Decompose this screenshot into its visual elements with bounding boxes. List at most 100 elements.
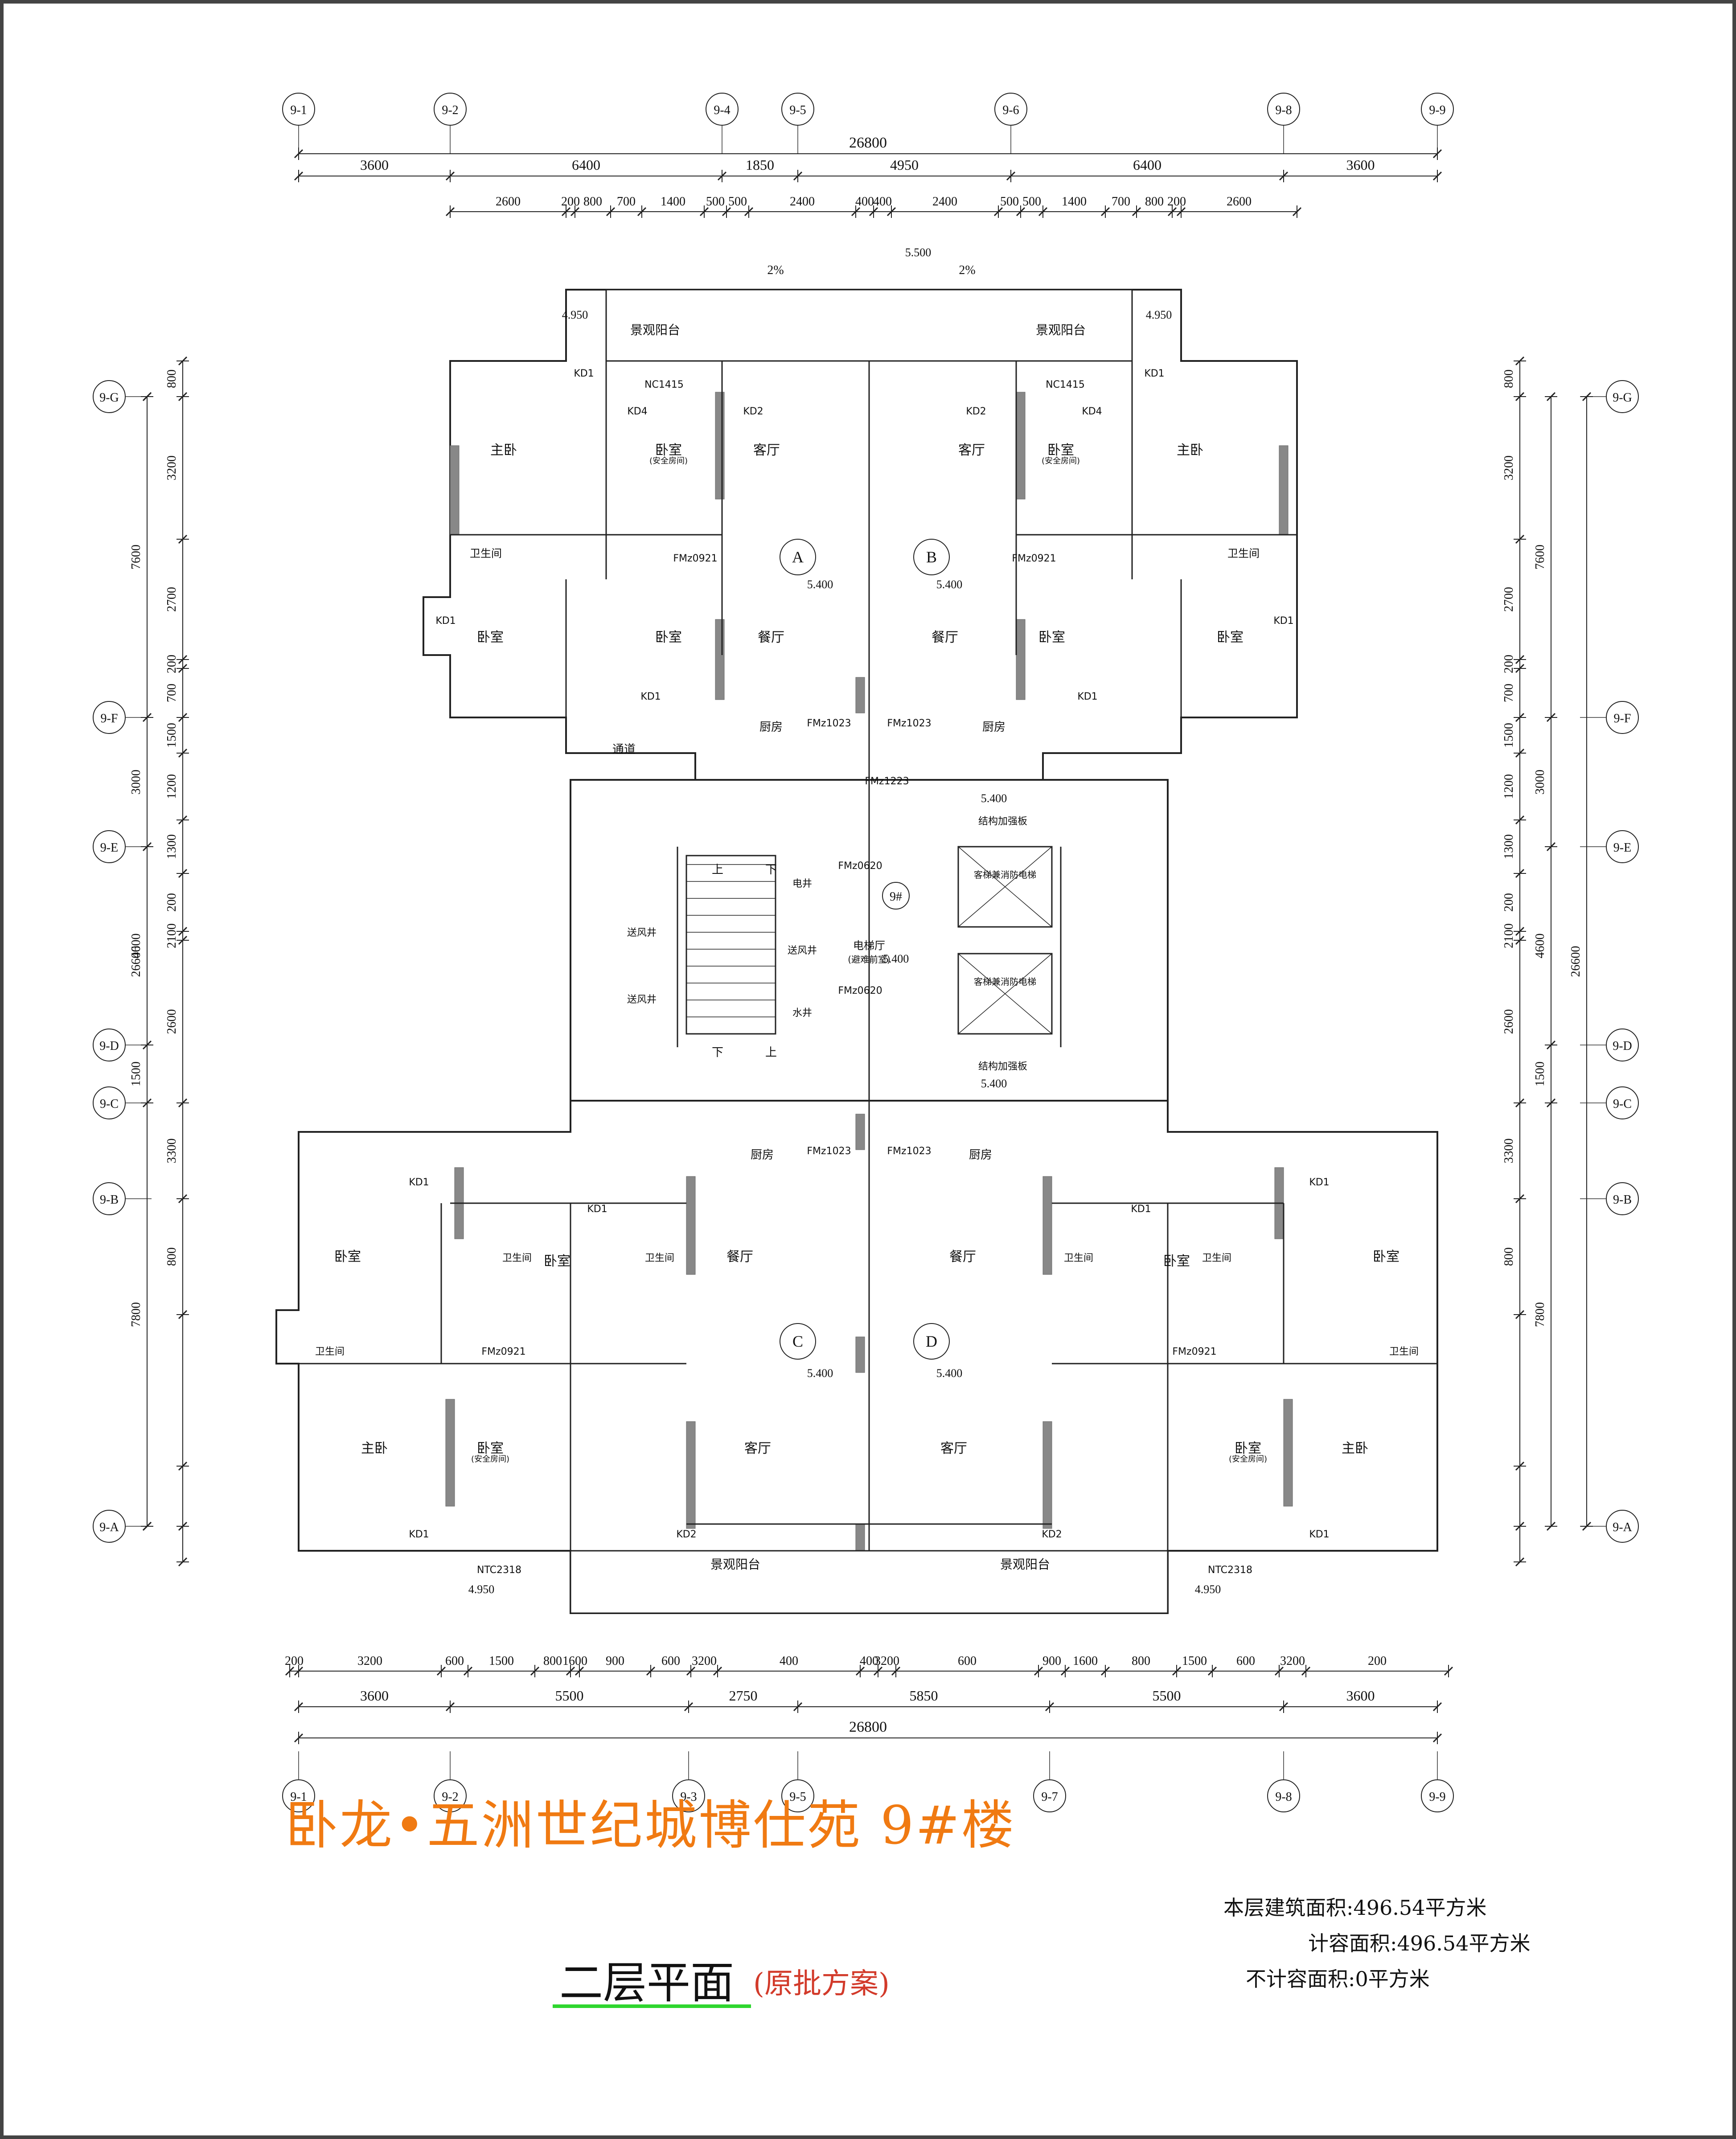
- door-window-tag: FMz0921: [1172, 1346, 1216, 1357]
- room-label: 卫生间: [315, 1346, 345, 1357]
- dim-tick: [637, 207, 647, 217]
- door-window-tag: KD4: [627, 406, 647, 417]
- room-label: 卧室: [655, 443, 682, 458]
- dim-text: 5850: [910, 1688, 938, 1704]
- dim-tick: [178, 1194, 188, 1204]
- dim-tick: [178, 664, 188, 673]
- dim-tick: [1132, 207, 1141, 217]
- dim-tick: [1279, 171, 1289, 181]
- dim-tick: [1006, 171, 1016, 181]
- dim-text: 7600: [129, 545, 143, 570]
- dim-tick: [1515, 392, 1525, 402]
- axis-label: 9-E: [1613, 841, 1631, 855]
- room-label: 卧室: [1217, 630, 1244, 645]
- dim-text: 3200: [165, 455, 179, 480]
- dim-tick: [1432, 1733, 1442, 1743]
- dim-text: 2750: [729, 1688, 758, 1704]
- dim-text: 800: [1132, 1654, 1150, 1668]
- dim-text: 700: [1112, 195, 1130, 209]
- room-label: 卫生间: [1227, 547, 1260, 560]
- dim-tick: [178, 869, 188, 878]
- dim-tick: [294, 1666, 304, 1676]
- door-window-tag: NTC2318: [477, 1565, 521, 1576]
- axis-label: 9-9: [1429, 103, 1445, 117]
- dim-tick: [744, 207, 754, 217]
- level-mark: 4.950: [1146, 308, 1172, 321]
- dim-tick: [1172, 1666, 1182, 1676]
- room-label: 景观阳台: [1000, 1557, 1050, 1572]
- dim-tick: [561, 207, 571, 217]
- room-label: 主卧: [1177, 443, 1203, 458]
- dim-tick: [873, 1666, 883, 1676]
- wall-column: [1042, 1176, 1052, 1275]
- dim-text: 1600: [562, 1654, 587, 1668]
- dim-tick: [606, 207, 616, 217]
- dim-text: 600: [1236, 1654, 1255, 1668]
- room-label: 卧室: [655, 630, 682, 645]
- axis-label: 9-2: [442, 103, 458, 117]
- dim-tick: [1515, 1194, 1525, 1204]
- dim-tick: [445, 1702, 455, 1712]
- dim-tick: [1515, 1461, 1525, 1471]
- dim-tick: [1546, 392, 1556, 402]
- dim-tick: [686, 1666, 696, 1676]
- dim-text: 800: [165, 369, 179, 388]
- dim-tick: [1515, 664, 1525, 673]
- room-label: 卧室: [477, 630, 504, 645]
- dim-tick: [178, 1098, 188, 1108]
- dim-tick: [891, 1666, 901, 1676]
- room-label: (安全房间): [471, 1455, 509, 1464]
- dim-text: 800: [1502, 1247, 1516, 1266]
- dim-tick: [717, 171, 727, 181]
- door-window-tag: KD1: [435, 615, 456, 627]
- dim-tick: [1034, 1666, 1043, 1676]
- room-label: 客厅: [753, 443, 780, 458]
- door-window-tag: KD1: [1077, 691, 1097, 702]
- dim-tick: [178, 748, 188, 758]
- dim-tick: [178, 935, 188, 945]
- door-window-tag: NTC2318: [1208, 1565, 1252, 1576]
- dim-text: 200: [1502, 655, 1516, 673]
- dim-text: 500: [1022, 195, 1041, 209]
- dim-text: 1500: [165, 723, 179, 748]
- dim-tick: [570, 207, 580, 217]
- dim-tick: [993, 207, 1003, 217]
- door-window-tag: KD2: [1042, 1529, 1062, 1540]
- area-label: 不计容面积:: [1246, 1967, 1355, 1991]
- dim-text: 7600: [1533, 545, 1547, 570]
- wall-column: [1283, 1399, 1293, 1507]
- axis-label: 9-3: [680, 1790, 697, 1804]
- room-label: 送风井: [627, 994, 657, 1005]
- dim-tick: [886, 207, 896, 217]
- level-mark: 5.400: [936, 578, 963, 591]
- room-label: (安全房间): [1229, 1455, 1267, 1464]
- dim-tick: [713, 1666, 722, 1676]
- dim-tick: [722, 207, 731, 217]
- unit-label: D: [926, 1332, 937, 1350]
- area-row-counted: 计容面积:496.54平方米: [1308, 1927, 1530, 1957]
- dim-tick: [699, 207, 709, 217]
- room-label: 厨房: [759, 721, 783, 734]
- dim-text: 800: [583, 195, 602, 209]
- drawing-title: 卧龙•五洲世纪城博仕苑 9#楼: [285, 1795, 1016, 1856]
- dim-text: 2400: [932, 195, 957, 209]
- dim-tick: [869, 207, 878, 217]
- subtitle-note: (原批方案): [753, 1967, 890, 2000]
- slope-mark: 2%: [767, 263, 784, 277]
- dim-text: 3300: [165, 1139, 179, 1164]
- door-window-tag: FMz0620: [838, 985, 882, 996]
- axis-label: 9-B: [1613, 1193, 1632, 1207]
- axis-label: 9-B: [100, 1193, 119, 1207]
- dim-text: 400: [855, 195, 874, 209]
- room-label: 电井: [792, 878, 812, 889]
- lift-cross: [958, 953, 1052, 1034]
- axis-label: 9-1: [290, 1790, 307, 1804]
- dim-text: 5500: [1153, 1688, 1181, 1704]
- dim-text: 200: [165, 655, 179, 673]
- room-label: 客梯兼消防电梯: [974, 976, 1036, 987]
- room-label: 卧室: [1038, 630, 1065, 645]
- dim-text: 1200: [165, 774, 179, 799]
- door-window-tag: KD1: [574, 368, 594, 379]
- level-mark: 4.950: [468, 1583, 495, 1596]
- dim-text: 700: [1502, 684, 1516, 702]
